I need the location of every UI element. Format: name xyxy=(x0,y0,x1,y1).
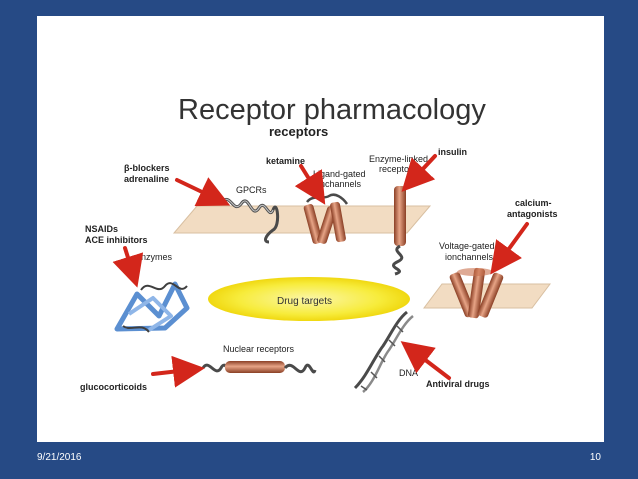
voltage-gated-channel xyxy=(449,267,504,319)
drug-insulin: insulin xyxy=(438,147,467,157)
drug-adrenaline: adrenaline xyxy=(124,174,169,184)
ligand-gated-label-1: Ligand-gated xyxy=(313,169,366,179)
footer-date: 9/21/2016 xyxy=(37,452,82,463)
drug-targets-ellipse xyxy=(208,277,410,321)
drug-calcium-1: calcium- xyxy=(515,198,552,208)
ligand-gated-channel xyxy=(303,193,349,244)
arrow-antiviral xyxy=(400,341,451,380)
enzymes-label: enzymes xyxy=(136,252,173,262)
drug-beta-blockers: β-blockers xyxy=(124,163,170,173)
drug-ketamine: ketamine xyxy=(266,156,305,166)
voltage-gated-label-1: Voltage-gated xyxy=(439,241,495,251)
voltage-gated-label-2: ionchannels xyxy=(445,252,494,262)
receptor-diagram: Receptor pharmacology receptors Drug tar… xyxy=(80,94,558,393)
enzyme-linked-label-1: Enzyme-linked xyxy=(369,154,428,164)
dna-label: DNA xyxy=(399,368,418,378)
gpcrs-label: GPCRs xyxy=(236,185,267,195)
arrow-nsaids xyxy=(112,246,144,288)
footer-page-number: 10 xyxy=(589,452,601,463)
drug-arrows xyxy=(112,154,529,388)
slide-panel: Receptor pharmacology receptors Drug tar… xyxy=(37,16,604,442)
receptors-label: receptors xyxy=(269,124,328,139)
arrow-insulin xyxy=(401,154,437,192)
enzyme-structure xyxy=(114,281,190,333)
arrow-calcium xyxy=(490,222,529,275)
arrow-beta-blockers xyxy=(175,177,231,207)
drug-targets-label: Drug targets xyxy=(277,296,332,307)
nuclear-receptors-label: Nuclear receptors xyxy=(223,344,295,354)
drug-antiviral: Antiviral drugs xyxy=(426,379,490,389)
membrane-plane-top xyxy=(172,205,432,234)
gpcr-structure xyxy=(219,198,280,244)
enzyme-linked-receptor xyxy=(392,186,406,276)
arrow-ketamine xyxy=(294,164,326,205)
enzyme-linked-label-2: receptors xyxy=(379,164,417,174)
arrow-glucocorticoids xyxy=(151,355,205,388)
drug-calcium-2: antagonists xyxy=(507,209,558,219)
nuclear-receptor xyxy=(201,361,317,374)
drug-ace-inhibitors: ACE inhibitors xyxy=(85,235,148,245)
slide-title: Receptor pharmacology xyxy=(178,94,486,126)
drug-glucocorticoids: glucocorticoids xyxy=(80,382,147,392)
dna-helix xyxy=(353,310,414,393)
drug-nsaids: NSAIDs xyxy=(85,224,118,234)
ligand-gated-label-2: ionchannels xyxy=(313,179,362,189)
